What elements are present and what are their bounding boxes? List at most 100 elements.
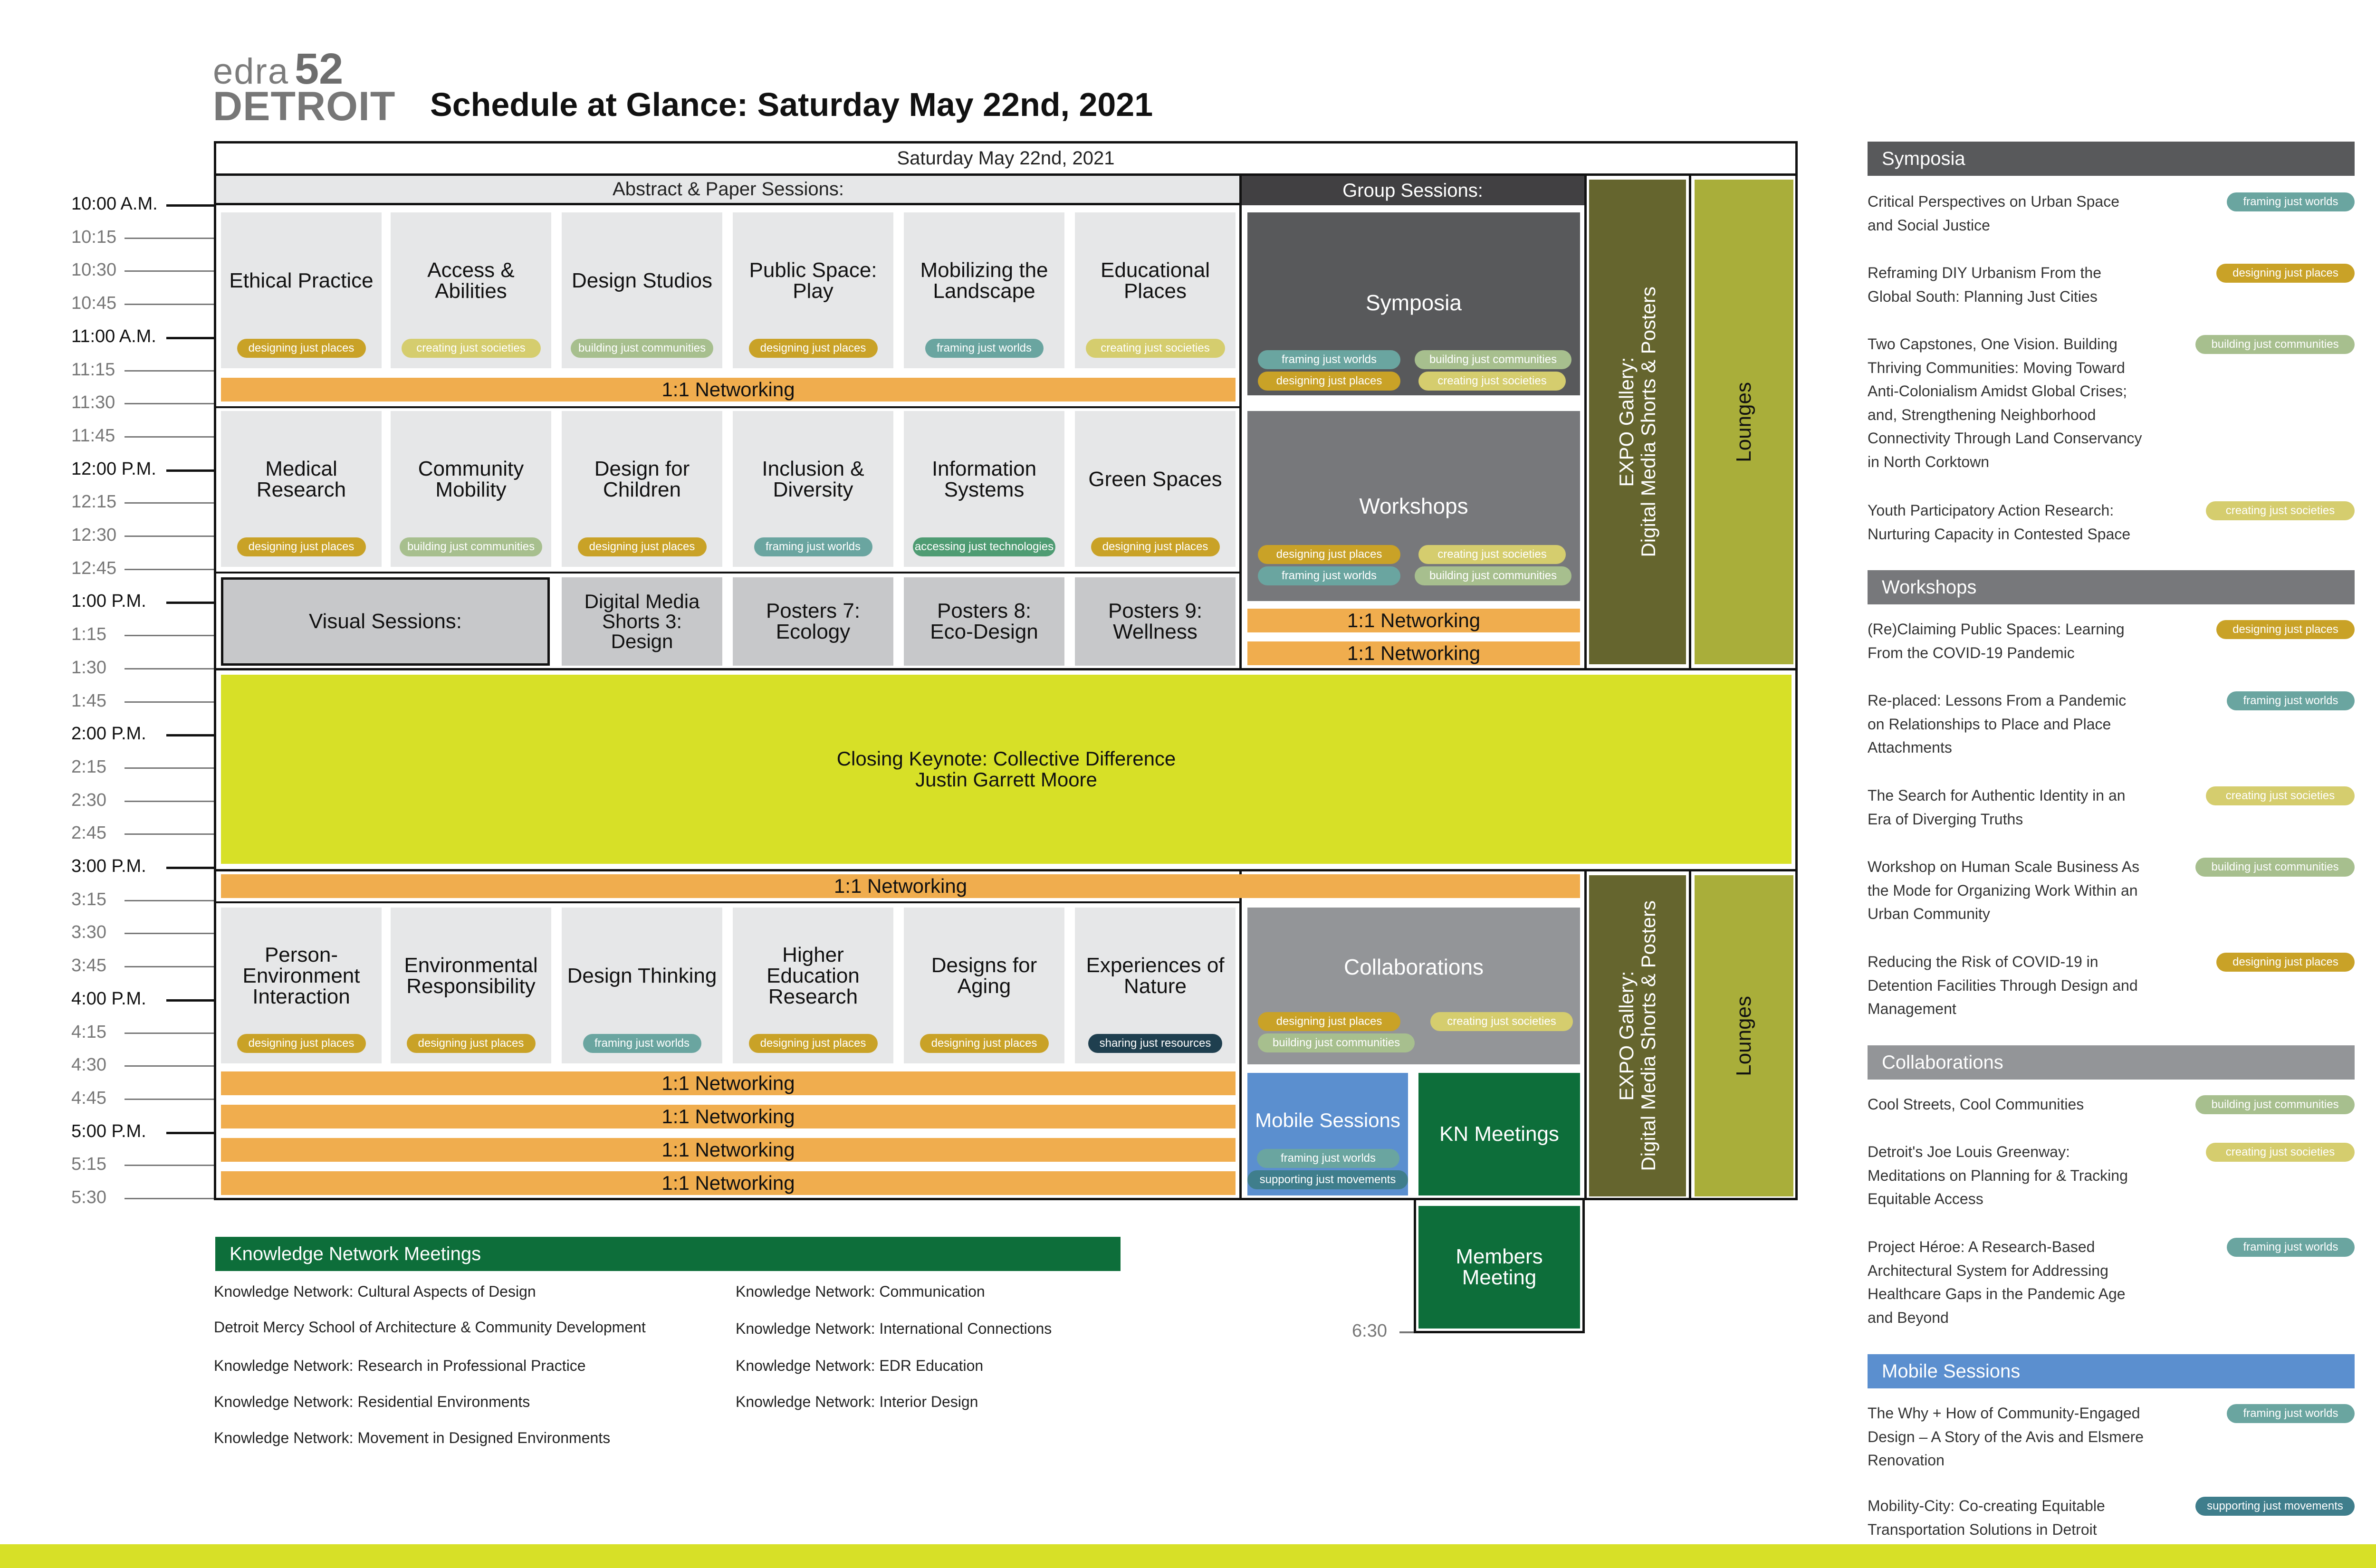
time-tick [125,668,214,669]
expo-gallery-block[interactable]: EXPO Gallery: Digital Media Shorts & Pos… [1589,875,1686,1196]
legend-item[interactable]: Youth Participatory Action Research: Nur… [1868,502,2131,543]
time-label: 12:45 [71,558,117,578]
posters-8-card[interactable]: Posters 8: Eco-Design [904,577,1064,666]
kn-item[interactable]: Knowledge Network: Communication [736,1283,985,1300]
legend-item[interactable]: Mobility-City: Co-creating Equitable Tra… [1868,1497,2105,1538]
time-tick [125,535,214,537]
lounges-block[interactable]: Lounges [1695,180,1793,664]
kn-meetings-block[interactable]: KN Meetings [1418,1073,1580,1195]
time-tick [125,1165,214,1166]
card-label: Mobilizing the Landscape [920,258,1048,303]
kn-item[interactable]: Knowledge Network: Residential Environme… [214,1393,530,1410]
members-meeting-block[interactable]: Members Meeting [1418,1206,1580,1329]
legend-item[interactable]: Reframing DIY Urbanism From the Global S… [1868,264,2101,305]
tag-pill: designing just places [406,1034,536,1053]
networking-bar[interactable]: 1:1 Networking [221,874,1580,898]
legend-item[interactable]: Reducing the Risk of COVID-19 in Detenti… [1868,953,2138,1018]
kn-item[interactable]: Knowledge Network: Movement in Designed … [214,1429,611,1446]
kn-item[interactable]: Knowledge Network: Interior Design [736,1393,978,1410]
legend-item[interactable]: Cool Streets, Cool Communities [1868,1096,2084,1113]
visual-sessions-card[interactable]: Visual Sessions: [221,577,550,666]
networking-bar[interactable]: 1:1 Networking [221,1138,1236,1162]
kn-item[interactable]: Knowledge Network: Cultural Aspects of D… [214,1283,536,1300]
workshops-label: Workshops [1359,494,1468,518]
time-label: 2:00 P.M. [71,724,146,744]
closing-keynote-block[interactable]: Closing Keynote: Collective Difference J… [221,675,1792,864]
tag-pill: framing just worlds [2227,1404,2355,1423]
logo-number: 52 [295,45,344,93]
posters-7-card[interactable]: Posters 7: Ecology [733,577,893,666]
legend-item[interactable]: Two Capstones, One Vision. Building Thri… [1868,335,2142,470]
tag-pill: designing just places [1091,537,1220,556]
time-label: 1:45 [71,690,106,711]
time-tick [125,270,214,272]
digital-media-shorts-card[interactable]: Digital Media Shorts 3: Design [562,577,722,666]
legend-item[interactable]: Re-placed: Lessons From a Pandemic on Re… [1868,692,2127,756]
networking-bar[interactable]: 1:1 Networking [221,1105,1236,1128]
networking-bar[interactable]: 1:1 Networking [221,1171,1236,1195]
tag-pill: building just communities [571,339,713,358]
time-label: 10:45 [71,293,117,314]
kn-item[interactable]: Knowledge Network: EDR Education [736,1357,984,1374]
time-label: 12:15 [71,492,117,512]
time-label: 5:30 [71,1187,106,1207]
lounges-block[interactable]: Lounges [1695,875,1793,1196]
networking-bar[interactable]: 1:1 Networking [221,378,1236,402]
time-tick [125,436,214,438]
time-label: 5:00 P.M. [71,1121,146,1141]
networking-bar[interactable]: 1:1 Networking [221,1071,1236,1095]
card-label: Information Systems [931,457,1037,501]
expo-gallery-block[interactable]: EXPO Gallery: Digital Media Shorts & Pos… [1589,180,1686,664]
networking-bar[interactable]: 1:1 Networking [1247,641,1580,665]
time-tick [166,602,214,604]
posters-9-card[interactable]: Posters 9: Wellness [1075,577,1236,666]
time-tick [166,1131,214,1134]
card-label: Community Mobility [418,457,524,501]
time-tick [125,833,214,835]
collaborations-label: Collaborations [1343,955,1484,979]
legend-item[interactable]: Critical Perspectives on Urban Space and… [1868,193,2120,234]
legend-item[interactable]: Detroit's Joe Louis Greenway: Meditation… [1868,1143,2128,1208]
kn-item[interactable]: Detroit Mercy School of Architecture & C… [214,1319,646,1336]
legend-item[interactable]: The Search for Authentic Identity in an … [1868,787,2126,828]
time-tick [125,1065,214,1067]
kn-item[interactable]: Knowledge Network: International Connect… [736,1320,1052,1337]
tag-pill: creating just societies [2206,501,2355,520]
networking-bar[interactable]: 1:1 Networking [1247,609,1580,632]
legend-item[interactable]: The Why + How of Community-Engaged Desig… [1868,1405,2144,1469]
time-label: 11:30 [71,392,115,413]
card-label: Public Space: Play [749,258,877,303]
time-label: 2:45 [71,823,106,843]
kn-item[interactable]: Knowledge Network: Research in Professio… [214,1357,586,1374]
card-label: Inclusion & Diversity [762,457,864,501]
time-label: 1:15 [71,624,106,645]
legend-item[interactable]: Project Héroe: A Research-Based Architec… [1868,1238,2126,1326]
tag-pill: supporting just movements [1247,1170,1408,1189]
legend-item[interactable]: (Re)Claiming Public Spaces: Learning Fro… [1868,621,2125,661]
time-tick [125,304,214,306]
tag-pill: building just communities [2195,335,2355,354]
legend-item[interactable]: Workshop on Human Scale Business As the … [1868,858,2140,923]
